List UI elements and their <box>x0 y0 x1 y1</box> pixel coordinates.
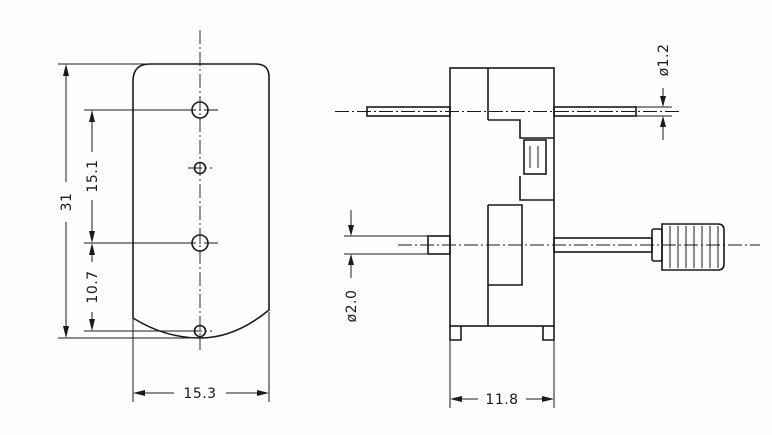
side-view <box>335 67 760 341</box>
dim-d12-label: ø1.2 <box>656 44 672 77</box>
side-inner-step-mid <box>519 176 554 201</box>
side-body <box>449 67 555 327</box>
arrow-15-3-right <box>257 390 269 396</box>
arrow-31-bottom <box>63 326 69 338</box>
top-shaft-right <box>553 106 637 117</box>
side-connector <box>523 139 547 175</box>
side-inner-step-top <box>488 119 554 139</box>
arrow-d12-bottom <box>660 116 666 127</box>
arrow-11-8-right <box>542 396 554 402</box>
arrow-d20-bottom <box>348 254 354 265</box>
arrow-11-8-left <box>450 396 462 402</box>
side-dimensions: ø1.2 ø2.0 11.8 <box>344 44 672 408</box>
front-outline <box>132 63 270 339</box>
knob <box>661 223 725 271</box>
arrow-31-top <box>63 64 69 76</box>
arrow-15-1-top <box>89 110 95 122</box>
arrow-d20-top <box>348 225 354 236</box>
arrow-10-7-top <box>89 243 95 255</box>
front-view <box>132 30 270 350</box>
dim-10-7-label: 10.7 <box>85 270 101 303</box>
dim-31-label: 31 <box>59 193 75 212</box>
dim-15-1-label: 15.1 <box>85 159 101 192</box>
arrow-15-3-left <box>133 390 145 396</box>
knob-knurling <box>669 226 719 268</box>
dim-15-3-label: 15.3 <box>183 386 216 402</box>
side-leg-left <box>449 326 462 341</box>
side-leg-right <box>542 326 555 341</box>
dim-d20-label: ø2.0 <box>344 290 360 323</box>
dim-11-8-label: 11.8 <box>485 392 518 408</box>
arrow-10-7-bottom <box>89 319 95 331</box>
front-dimensions: 31 15.1 10.7 15.3 <box>58 63 270 402</box>
arrow-15-1-bottom <box>89 231 95 243</box>
arrow-d12-top <box>660 96 666 107</box>
